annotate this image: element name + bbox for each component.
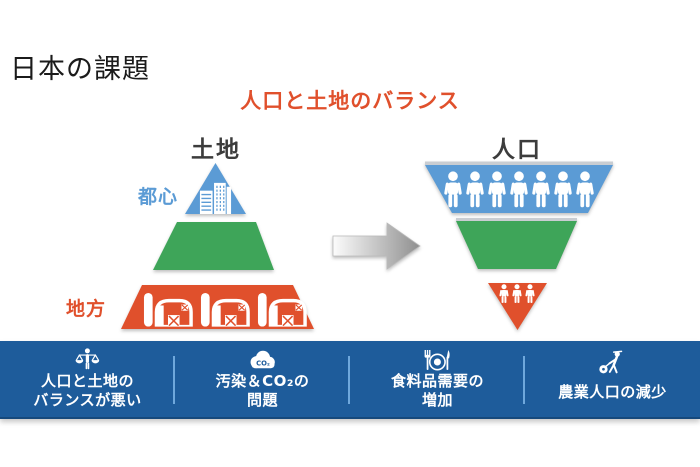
footer-item-agriculture: 農業人口の減少 [525, 341, 700, 417]
page-title: 日本の課題 [10, 54, 150, 85]
footer-item-caption: 食料品需要の 増加 [390, 372, 484, 409]
left-pyramid-bottom-label: 地方 [66, 298, 107, 320]
footer-item-co2: CO₂ 汚染＆CO₂の 問題 [175, 341, 350, 417]
co2-cloud-label: CO₂ [256, 359, 270, 367]
footer-bar: 人口と土地の バランスが悪い CO₂ 汚染＆CO₂の 問題 [0, 341, 700, 419]
footer-item-caption: 農業人口の減少 [558, 383, 667, 401]
segment-top-edge [456, 218, 577, 221]
co2-cloud-icon: CO₂ [250, 350, 276, 369]
left-pyramid [121, 163, 314, 329]
farmer-icon [599, 350, 623, 374]
footer-item-caption: 人口と土地の バランスが悪い [33, 372, 142, 409]
fork-plate-knife-icon [424, 350, 450, 371]
right-arrow-icon [332, 222, 421, 270]
segment-top-edge [425, 161, 613, 165]
footer-divider [173, 356, 175, 404]
left-pyramid-top-label: 都心 [137, 186, 178, 208]
left-pyramid-middle-segment [153, 222, 274, 270]
right-pyramid-middle-segment [456, 221, 577, 269]
balance-person-icon [75, 348, 100, 370]
footer-divider [348, 356, 350, 404]
right-pyramid-bottom-segment [488, 283, 547, 330]
right-pyramid-title: 人口 [492, 137, 542, 163]
footer-item-food: 食料品需要の 増加 [350, 341, 525, 417]
left-pyramid-title: 土地 [191, 137, 241, 163]
right-pyramid [425, 161, 613, 330]
diagram-subtitle: 人口と土地のバランス [240, 89, 460, 113]
footer-item-caption: 汚染＆CO₂の 問題 [215, 372, 310, 409]
footer-item-balance: 人口と土地の バランスが悪い [0, 341, 175, 417]
footer-divider [523, 356, 525, 404]
